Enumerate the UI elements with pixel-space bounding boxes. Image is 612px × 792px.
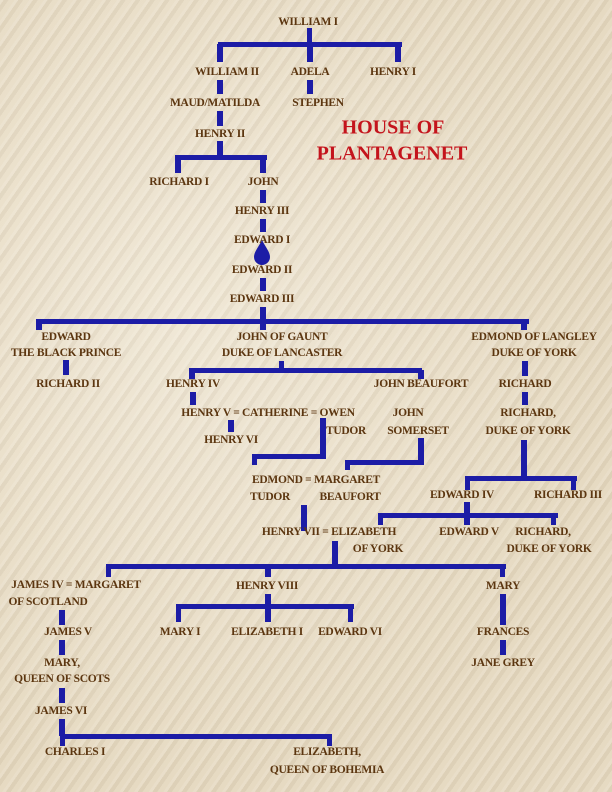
person-richard-duke-of-york-title: DUKE OF YORK	[485, 425, 571, 437]
connector-lines	[36, 28, 577, 746]
person-william-ii: WILLIAM II	[195, 66, 259, 78]
person-henry-v: HENRY V = CATHERINE = OWEN	[181, 407, 355, 419]
person-edward-v: EDWARD V	[439, 526, 499, 538]
person-frances: FRANCES	[476, 626, 530, 638]
title-line-1: HOUSE OF	[341, 116, 445, 139]
title-line-2: PLANTAGENET	[316, 142, 468, 165]
person-elizabeth-i: ELIZABETH I	[231, 626, 303, 638]
person-mary-queen-of-scots: MARY,	[44, 657, 80, 669]
person-henry-viii: HENRY VIII	[235, 580, 299, 592]
person-elizabeth-of-bohemia: ELIZABETH,	[293, 746, 361, 758]
person-richard-iii: RICHARD III	[534, 489, 602, 501]
person-james-iv: JAMES IV = MARGARET	[11, 579, 141, 591]
person-owen-tudor: TUDOR	[325, 425, 367, 437]
person-edmond-of-langley-title: DUKE OF YORK	[491, 347, 577, 359]
person-john-somerset: JOHN	[392, 407, 424, 419]
person-richard-duke-of-york-2-title: DUKE OF YORK	[506, 543, 592, 555]
person-edward-vi: EDWARD VI	[318, 626, 382, 638]
person-elizabeth-of-bohemia-title: QUEEN OF BOHEMIA	[269, 764, 385, 776]
person-edward-iii: EDWARD III	[229, 293, 295, 305]
person-richard: RICHARD	[498, 378, 552, 390]
person-john-of-gaunt-title: DUKE OF LANCASTER	[221, 347, 343, 359]
person-henry-iv: HENRY IV	[166, 378, 220, 390]
person-edward-ii: EDWARD II	[231, 264, 293, 276]
person-henry-iii: HENRY III	[234, 205, 290, 217]
person-edmond-of-langley: EDMOND OF LANGLEY	[471, 331, 597, 343]
person-james-vi: JAMES VI	[34, 705, 88, 717]
person-henry-vi: HENRY VI	[204, 434, 258, 446]
person-charles-i: CHARLES I	[44, 746, 106, 758]
person-john: JOHN	[247, 176, 279, 188]
person-richard-duke-of-york-2: RICHARD,	[515, 526, 571, 538]
person-james-v: JAMES V	[44, 626, 92, 638]
person-edward-i: EDWARD I	[233, 234, 291, 246]
person-richard-i: RICHARD I	[149, 176, 209, 188]
person-john-somerset-title: SOMERSET	[387, 425, 449, 437]
person-jane-grey: JANE GREY	[471, 657, 535, 669]
person-maud: MAUD/MATILDA	[169, 97, 261, 109]
person-black-prince: EDWARD	[41, 331, 91, 343]
person-margaret-beaufort: BEAUFORT	[319, 491, 381, 503]
person-mary-queen-of-scots-title: QUEEN OF SCOTS	[14, 673, 110, 685]
person-elizabeth-of-york: OF YORK	[352, 543, 404, 555]
drop-icon	[254, 240, 270, 265]
person-john-of-gaunt: JOHN OF GAUNT	[236, 331, 328, 343]
person-edward-iv: EDWARD IV	[429, 489, 495, 501]
person-henry-i: HENRY I	[370, 66, 416, 78]
person-richard-duke-of-york: RICHARD,	[500, 407, 556, 419]
person-black-prince-title: THE BLACK PRINCE	[10, 347, 122, 359]
person-william-i: WILLIAM I	[278, 16, 338, 28]
person-mary: MARY	[485, 580, 521, 592]
person-adela: ADELA	[290, 66, 330, 78]
person-james-iv-title: OF SCOTLAND	[8, 596, 88, 608]
person-edmond-margaret: EDMOND = MARGARET	[252, 474, 380, 486]
person-richard-ii: RICHARD II	[36, 378, 100, 390]
person-mary-i: MARY I	[159, 626, 201, 638]
person-henry-ii: HENRY II	[194, 128, 246, 140]
person-stephen: STEPHEN	[292, 97, 344, 109]
person-edmond-tudor: TUDOR	[249, 491, 291, 503]
person-henry-vii: HENRY VII = ELIZABETH	[261, 526, 397, 538]
person-john-beaufort: JOHN BEAUFORT	[373, 378, 469, 390]
